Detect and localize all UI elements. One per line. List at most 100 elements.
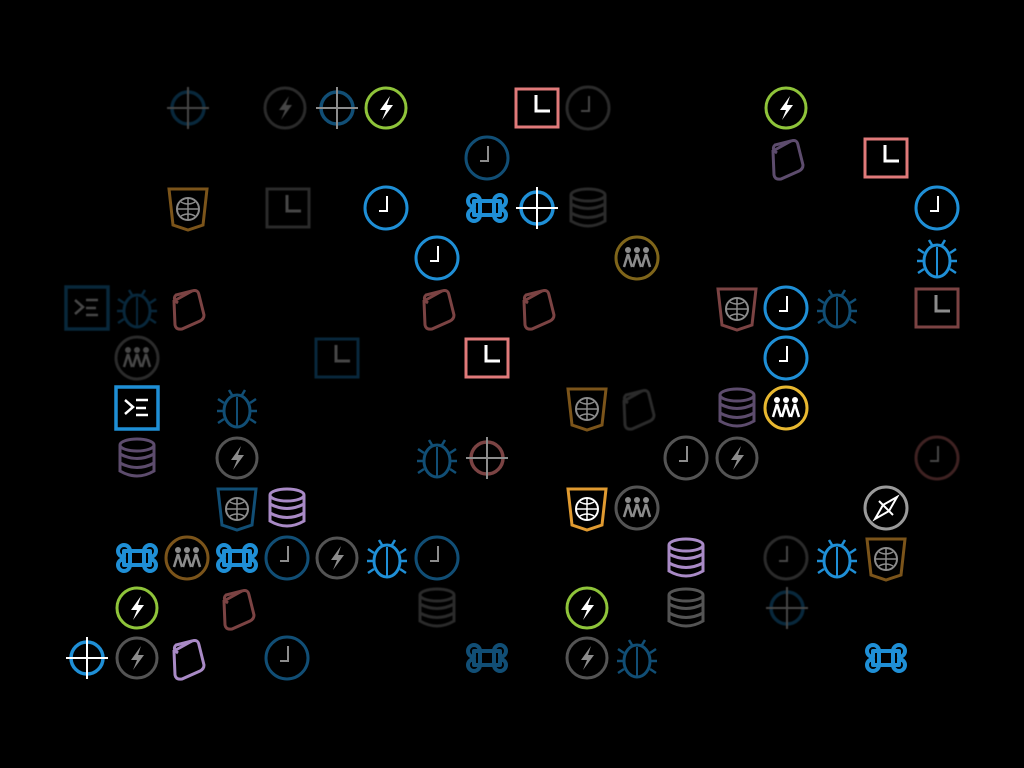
tile-html5[interactable] [714, 285, 760, 332]
people-circle-icon [614, 235, 660, 281]
clock-circle-icon [414, 235, 460, 281]
tile-scroll[interactable] [514, 285, 560, 331]
bolt-circle-icon [715, 436, 759, 480]
tile-people-circle[interactable] [114, 335, 160, 381]
tile-scroll[interactable] [614, 385, 660, 431]
html5-icon [566, 387, 608, 432]
tile-bolt-circle[interactable] [262, 85, 308, 131]
tile-bolt-circle[interactable] [314, 535, 360, 581]
tile-crosshair[interactable] [165, 85, 211, 131]
tile-scroll[interactable] [164, 285, 210, 331]
tile-html5[interactable] [564, 485, 610, 532]
tile-scroll[interactable] [214, 585, 260, 631]
tile-people-circle[interactable] [614, 485, 660, 531]
tile-people-circle[interactable] [164, 535, 210, 581]
people-circle-icon [164, 535, 210, 581]
tile-clock-circle[interactable] [264, 535, 310, 581]
tile-bug[interactable] [414, 435, 460, 481]
database-icon [718, 387, 756, 428]
tile-bolt-circle[interactable] [564, 585, 610, 631]
tile-scroll[interactable] [414, 285, 460, 331]
bolt-circle-icon [364, 86, 408, 130]
scroll-icon [771, 139, 805, 181]
tile-database[interactable] [565, 185, 611, 231]
tile-clock-circle[interactable] [414, 235, 460, 281]
crosshair-icon [167, 87, 209, 129]
tile-bolt-circle[interactable] [763, 85, 809, 131]
tile-database[interactable] [264, 485, 310, 531]
tile-crosshair[interactable] [464, 435, 510, 481]
tile-command[interactable] [863, 635, 909, 681]
tile-database[interactable] [663, 585, 709, 631]
tile-bolt-circle[interactable] [363, 85, 409, 131]
tile-clock-circle[interactable] [763, 335, 809, 381]
bug-icon [217, 389, 257, 429]
tile-scroll[interactable] [763, 135, 809, 181]
tile-database[interactable] [714, 385, 760, 431]
tile-clock-circle[interactable] [914, 435, 960, 481]
tile-clock-square[interactable] [914, 285, 960, 331]
bolt-circle-icon [565, 586, 609, 630]
tile-clock-circle[interactable] [363, 185, 409, 231]
tile-clock-square[interactable] [514, 85, 560, 131]
tile-database[interactable] [663, 535, 709, 581]
tile-database[interactable] [414, 585, 460, 631]
tile-bug[interactable] [114, 285, 160, 331]
tile-command[interactable] [464, 635, 510, 681]
tile-bug[interactable] [214, 385, 260, 431]
clock-circle-icon [264, 535, 310, 581]
crosshair-icon [316, 87, 358, 129]
tile-compass-circle[interactable] [863, 485, 909, 531]
clock-circle-icon [264, 635, 310, 681]
tile-clock-circle[interactable] [565, 85, 611, 131]
tile-clock-circle[interactable] [663, 435, 709, 481]
html5-icon [566, 487, 608, 532]
html5-icon [716, 287, 758, 332]
clock-square-icon [863, 137, 909, 179]
tile-bolt-circle[interactable] [214, 435, 260, 481]
tile-clock-circle[interactable] [914, 185, 960, 231]
tile-command[interactable] [464, 185, 510, 231]
tile-crosshair[interactable] [314, 85, 360, 131]
tile-crosshair[interactable] [514, 185, 560, 231]
database-icon [667, 587, 705, 628]
clock-circle-icon [464, 135, 510, 181]
tile-bug[interactable] [814, 535, 860, 581]
tile-clock-circle[interactable] [464, 135, 510, 181]
tile-bug[interactable] [914, 235, 960, 281]
tile-clock-circle[interactable] [264, 635, 310, 681]
tile-database[interactable] [114, 435, 160, 481]
tile-crosshair[interactable] [764, 585, 810, 631]
tile-bolt-circle[interactable] [564, 635, 610, 681]
tile-clock-square[interactable] [464, 335, 510, 381]
tile-bug[interactable] [814, 285, 860, 331]
bolt-circle-icon [565, 636, 609, 680]
tile-html5[interactable] [214, 485, 260, 532]
tile-people-circle[interactable] [614, 235, 660, 281]
scroll-icon [172, 289, 206, 331]
compass-circle-icon [863, 485, 909, 531]
tile-bolt-circle[interactable] [114, 585, 160, 631]
tile-html5[interactable] [564, 385, 610, 432]
tile-terminal[interactable] [114, 385, 160, 431]
tile-people-circle[interactable] [763, 385, 809, 431]
tile-terminal[interactable] [64, 285, 110, 331]
tile-bug[interactable] [614, 635, 660, 681]
bolt-circle-icon [315, 536, 359, 580]
tile-clock-circle[interactable] [414, 535, 460, 581]
tile-html5[interactable] [863, 535, 909, 582]
tile-clock-circle[interactable] [763, 535, 809, 581]
tile-clock-square[interactable] [314, 335, 360, 381]
tile-bolt-circle[interactable] [714, 435, 760, 481]
clock-circle-icon [763, 335, 809, 381]
tile-html5[interactable] [165, 185, 211, 232]
tile-command[interactable] [214, 535, 260, 581]
tile-bug[interactable] [364, 535, 410, 581]
tile-command[interactable] [114, 535, 160, 581]
tile-scroll[interactable] [164, 635, 210, 681]
tile-bolt-circle[interactable] [114, 635, 160, 681]
tile-clock-square[interactable] [265, 185, 311, 231]
tile-clock-circle[interactable] [763, 285, 809, 331]
tile-clock-square[interactable] [863, 135, 909, 181]
tile-crosshair[interactable] [64, 635, 110, 681]
